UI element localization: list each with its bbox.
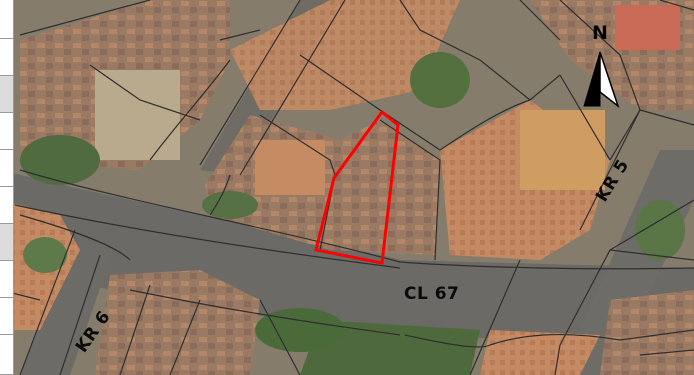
street-label-cl67: CL 67 [404, 284, 460, 304]
strip-cell [0, 298, 14, 335]
north-arrow: N [580, 22, 626, 114]
strip-cell [0, 261, 14, 298]
strip-cell [0, 150, 14, 187]
strip-cell [0, 113, 14, 150]
strip-cell [0, 76, 14, 113]
left-panel-strip [0, 0, 14, 375]
north-letter: N [592, 22, 608, 44]
strip-cell [0, 224, 14, 261]
strip-cell [0, 335, 14, 375]
highlighted-parcel [314, 109, 400, 265]
strip-cell [0, 0, 14, 39]
strip-cell [0, 39, 14, 76]
strip-cell [0, 187, 14, 224]
north-arrow-icon [583, 51, 620, 109]
